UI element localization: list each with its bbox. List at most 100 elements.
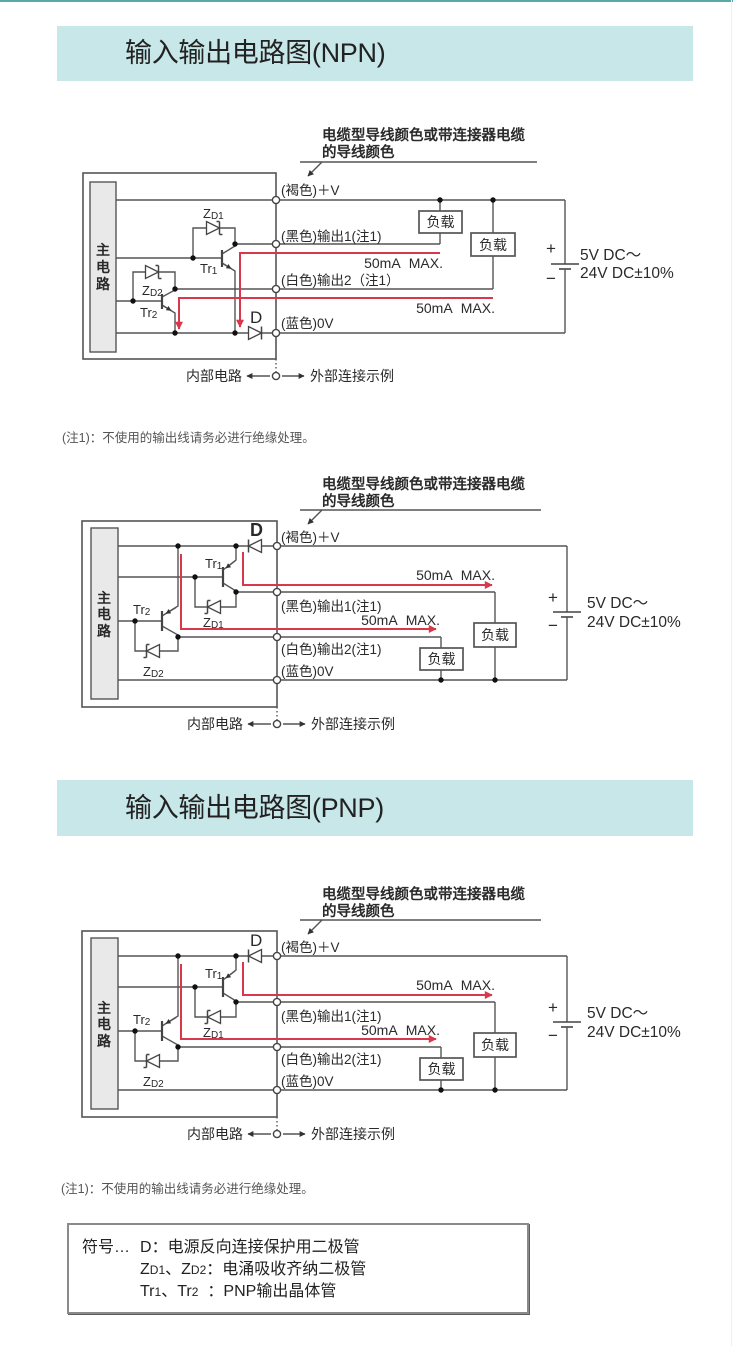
tr2-collector <box>161 625 179 637</box>
cable-note-line-2: 的导线颜色 <box>322 492 395 510</box>
reverse-protection-diode <box>247 948 263 964</box>
terminal-label-out2: (白色)输出2(注1) <box>281 641 382 657</box>
cable-note-leader <box>307 919 323 935</box>
zd1-label-base: Z <box>203 615 211 630</box>
cable-note-line-2: 的导线颜色 <box>322 143 395 161</box>
zd2-label-sub: D2 <box>150 288 163 299</box>
supply-voltage-line-2: 24V DC±10% <box>587 1024 681 1041</box>
junction-dot <box>172 286 178 292</box>
junction-dot <box>132 1028 138 1034</box>
legend-separator: 、 <box>161 1283 178 1300</box>
legend-symbol-base: Tr <box>177 1283 192 1300</box>
supply-plus-sign: + <box>548 998 558 1017</box>
junction-dot <box>492 677 498 683</box>
tr2-label: Tr2 <box>133 602 151 618</box>
legend-symbol-tr2: Tr2 <box>177 1283 198 1300</box>
terminal-plus-v <box>272 951 282 961</box>
zener-diode-zd1 <box>204 599 222 615</box>
legend-symbol-sub: 2 <box>191 1285 199 1299</box>
terminal-zero-v <box>271 328 281 338</box>
terminal-out1 <box>272 587 282 597</box>
junction-dot <box>175 634 181 640</box>
zener-diode-zd2-triangle <box>145 1053 161 1069</box>
main-circuit-label: 电 <box>96 259 110 275</box>
junction-dot <box>172 330 178 336</box>
legend-symbol-base: Tr <box>140 1283 155 1300</box>
tr2-emitter <box>161 546 179 617</box>
external-example-label: 外部连接示例 <box>311 1126 395 1142</box>
current-path-out2 <box>175 297 493 330</box>
reverse-protection-diode-triangle <box>247 948 263 964</box>
tr2-label: Tr2 <box>133 1012 151 1028</box>
diode-d-label: D <box>250 308 262 327</box>
load-label-1: 负载 <box>427 214 455 230</box>
section-title-npn: 输入输出电路图(NPN) <box>125 38 386 68</box>
symbol-legend-box: 符号…D：电源反向连接保护用二极管 ZD1、ZD2：电涌吸收齐纳二极管 Tr1、… <box>67 1223 529 1314</box>
boundary-marker <box>272 1129 282 1139</box>
diode-d-label: D <box>250 931 262 950</box>
terminal-plus-v <box>271 195 281 205</box>
legend-symbol-base: Z <box>181 1261 191 1278</box>
terminal-out2 <box>272 1042 282 1052</box>
tr1-label: Tr1 <box>200 261 218 277</box>
zd1-label-sub: D1 <box>211 620 224 631</box>
top-accent-bar <box>0 0 733 2</box>
supply-voltage-line-1: 5V DC～ <box>580 247 641 264</box>
current-path-out2 <box>180 554 437 633</box>
terminal-label-out1: (黑色)输出1(注1) <box>281 228 382 244</box>
terminal-out1 <box>271 239 281 249</box>
boundary-marker <box>271 371 281 381</box>
current-label-1: 50mA MAX. <box>364 255 443 271</box>
terminal-label-zero-v: (蓝色)0V <box>281 315 334 331</box>
junction-dot <box>492 1087 498 1093</box>
zd2-label: ZD2 <box>142 283 163 299</box>
zener-diode-zd2-triangle <box>145 643 161 659</box>
legend-desc-zener: ：电涌吸收齐纳二极管 <box>206 1261 367 1278</box>
tr2-label-base: Tr <box>133 1012 145 1027</box>
zd2-label-sub: D2 <box>151 669 164 680</box>
terminal-plus-v <box>272 541 282 551</box>
current-path-out2 <box>180 964 437 1043</box>
current-label-1: 50mA MAX. <box>416 977 495 993</box>
boundary-marker <box>272 719 282 729</box>
internal-circuit-label: 内部电路 <box>186 368 242 384</box>
main-circuit-label: 电 <box>97 606 111 622</box>
zd1-label: ZD1 <box>203 206 224 222</box>
junction-dot <box>192 984 198 990</box>
load-box-2 <box>419 647 464 671</box>
legend-row-transistor: Tr1、Tr2：PNP输出晶体管 <box>82 1281 366 1303</box>
main-circuit-label: 主 <box>97 1000 111 1016</box>
insulation-note-2: (注1)：不使用的输出线请务必进行绝缘处理。 <box>61 1182 314 1196</box>
tr1-label: Tr1 <box>205 556 223 572</box>
load-label-2: 负载 <box>479 237 507 253</box>
supply-voltage-line-2: 24V DC±10% <box>587 614 681 631</box>
junction-dot <box>232 330 238 336</box>
reverse-protection-diode <box>247 325 263 341</box>
legend-desc-diode: ：电源反向连接保护用二极管 <box>151 1239 360 1256</box>
current-path-out1 <box>236 252 440 328</box>
terminal-out1 <box>272 997 282 1007</box>
current-label-1: 50mA MAX. <box>416 567 495 583</box>
tr1-emitter <box>222 956 237 981</box>
junction-dot <box>490 197 496 203</box>
terminal-zero-v <box>272 675 282 685</box>
zener-diode-zd2-triangle <box>144 264 160 280</box>
legend-row-zener: ZD1、ZD2：电涌吸收齐纳二极管 <box>82 1259 366 1281</box>
main-circuit-block <box>89 181 117 353</box>
tr1-emitter <box>222 546 237 571</box>
zener-diode-zd1 <box>205 220 223 236</box>
io-circuit-diagram-npn: 电缆型导线颜色或带连接器电缆的导线颜色主电路(褐色)＋V(黑色)输出1(注1)(… <box>82 126 674 384</box>
tr1-label-base: Tr <box>200 261 212 276</box>
legend-symbol-d: D <box>140 1239 152 1256</box>
junction-dot <box>233 953 239 959</box>
load-box-1 <box>473 1032 517 1058</box>
main-circuit-label: 主 <box>97 590 111 606</box>
tr1-label-sub: 1 <box>217 971 223 982</box>
terminal-label-out1: (黑色)输出1(注1) <box>281 598 382 614</box>
zener-diode-zd2 <box>144 264 162 280</box>
tr2-label-sub: 2 <box>152 310 158 321</box>
cable-note-line-1: 电缆型导线颜色或带连接器电缆 <box>322 885 525 903</box>
legend-symbol-zd1: ZD1 <box>140 1261 165 1278</box>
current-label-2: 50mA MAX. <box>361 612 440 628</box>
junction-dot <box>175 953 181 959</box>
